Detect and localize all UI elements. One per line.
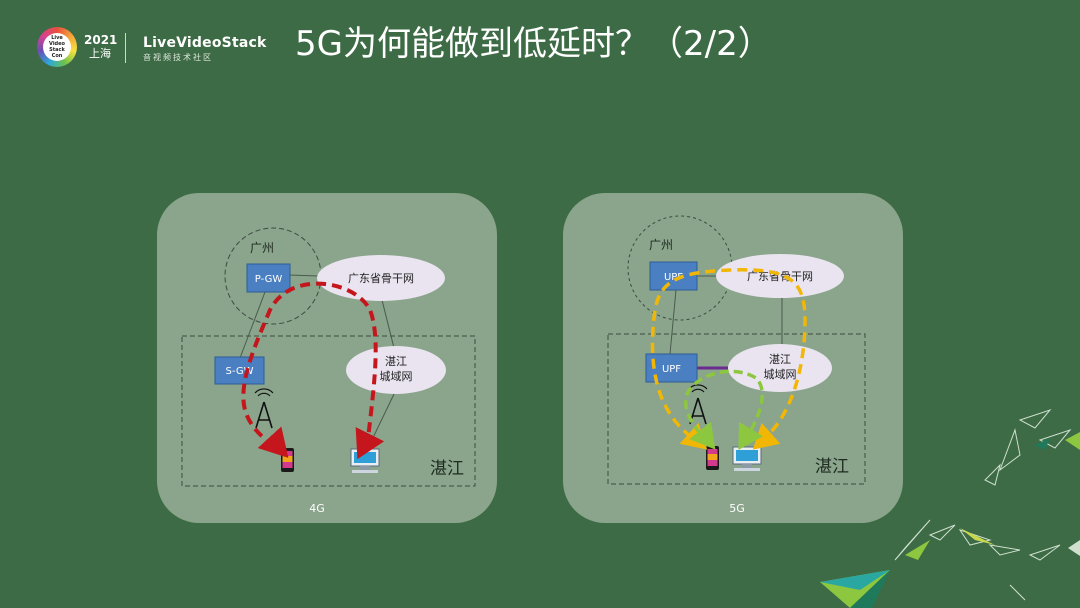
panel-5g: 广州 湛江 UPF UPF 广东省骨干网 湛江 城域网 [563, 193, 903, 523]
slide-title: 5G为何能做到低延时？（2/2） [295, 24, 772, 64]
decorative-paper-planes [820, 408, 1080, 608]
link-backbone-metro [381, 299, 395, 349]
conference-city: 上海 [89, 47, 111, 60]
conference-logo-badge: Live Video Stack Con [43, 33, 71, 61]
sgw-node-label: S-GW [226, 366, 254, 377]
cell-tower-icon [254, 388, 274, 429]
metro-cloud [346, 346, 446, 394]
path-4g-long [241, 281, 378, 454]
arrow-5g-short-phone [689, 421, 716, 450]
link-pgw-sgw [239, 291, 266, 359]
header-divider [125, 33, 126, 63]
zhanjiang-region-box [181, 335, 476, 487]
link-upf-upf [669, 289, 677, 355]
backbone-cloud-5g [716, 254, 844, 298]
guangzhou-label: 广州 [250, 241, 274, 255]
zhanjiang-region-box-5g [607, 333, 866, 485]
upf-edge-label: UPF [662, 364, 681, 375]
zhanjiang-label: 湛江 [430, 459, 464, 479]
path-5g-long [650, 268, 807, 446]
panel-4g-caption: 4G [309, 502, 325, 515]
phone-icon-5g [706, 446, 719, 470]
backbone-label: 广东省骨干网 [348, 272, 414, 285]
computer-icon-5g [732, 446, 762, 471]
sgw-node [214, 356, 265, 385]
link-pgw-backbone [288, 274, 319, 277]
upf-central-label: UPF [664, 272, 683, 283]
metro-label-line1: 湛江 [385, 355, 407, 368]
metro-label-5g-line2: 城域网 [764, 368, 797, 381]
panel-5g-caption: 5G [729, 502, 745, 515]
conference-logo: Live Video Stack Con [37, 27, 77, 67]
arrow-4g-phone [257, 426, 289, 458]
conference-year: 2021 [84, 33, 118, 47]
pgw-node [246, 263, 291, 293]
slide-header: Live Video Stack Con 2021 上海 LiveVideoSt… [0, 0, 1080, 90]
metro-label-line2: 城域网 [380, 370, 413, 383]
metro-label-5g-line1: 湛江 [769, 353, 791, 366]
arrow-5g-short-pc [738, 421, 764, 451]
brand-subtitle: 音视频技术社区 [143, 53, 213, 62]
pgw-node-label: P-GW [255, 274, 283, 285]
backbone-label-5g: 广东省骨干网 [747, 270, 813, 283]
upf-central-node [649, 261, 698, 291]
metro-cloud-5g [728, 344, 832, 392]
arrow-4g-pc [355, 426, 385, 460]
guangzhou-label-5g: 广州 [649, 238, 673, 252]
zhanjiang-label-5g: 湛江 [815, 457, 849, 477]
path-5g-short [684, 369, 764, 444]
brand-name: LiveVideoStack [143, 35, 267, 51]
panel-4g: 广州 湛江 P-GW S-GW 广东省骨干网 湛江 城域网 [157, 193, 497, 523]
